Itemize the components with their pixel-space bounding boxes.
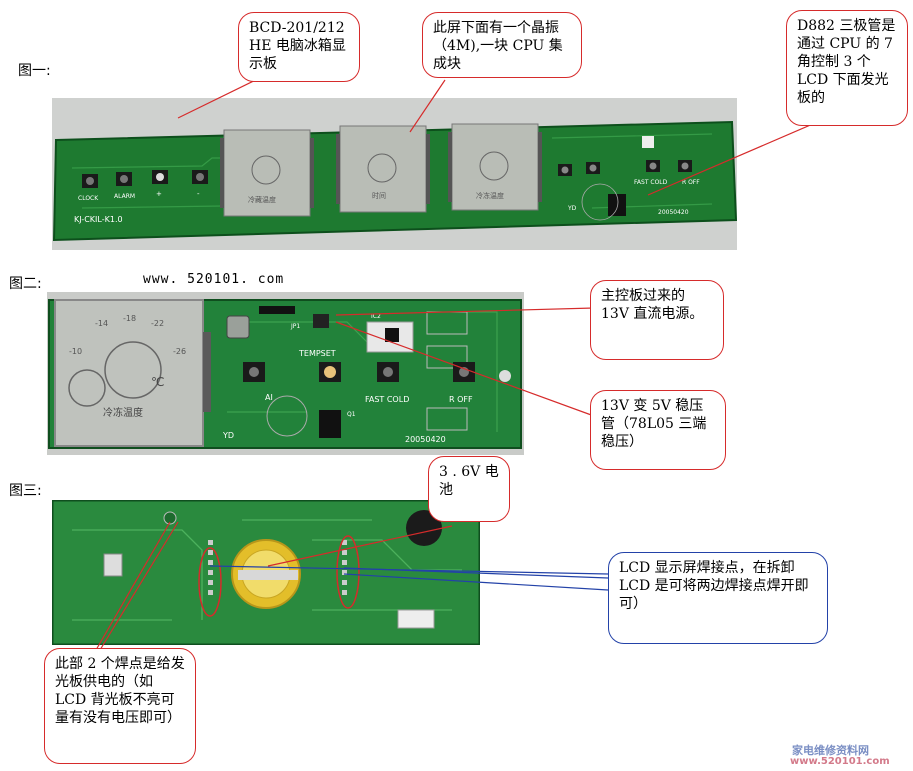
- callout-regulator: 13V 变 5V 稳压管（78L05 三端稳压）: [590, 390, 726, 470]
- callout-board-model: BCD-201/212 HE 电脑冰箱显示板: [238, 12, 360, 82]
- board2-tempset: TEMPSET: [298, 349, 336, 358]
- board1-btn-plus: +: [156, 190, 162, 198]
- figure-2-label: 图二:: [9, 276, 42, 292]
- board2-tick-18: -18: [123, 314, 136, 323]
- board2-yd: YD: [222, 431, 234, 440]
- figure-1-label: 图一:: [18, 63, 51, 79]
- board1-lcds: [220, 123, 542, 217]
- board1-r-off: R OFF: [682, 179, 700, 186]
- figure-3-label: 图三:: [9, 483, 42, 499]
- board2-tick-10: -10: [69, 347, 82, 356]
- watermark-url: www.520101.com: [790, 756, 890, 767]
- board2-lcd: [54, 299, 204, 447]
- board2-fast-cold: FAST COLD: [365, 395, 409, 404]
- callout-13v-power: 主控板过来的 13V 直流电源。: [590, 280, 724, 360]
- board2-tick-14: -14: [95, 319, 108, 328]
- callout-d882-transistor: D882 三极管是通过 CPU 的 7 角控制 3 个 LCD 下面发光板的: [786, 10, 908, 126]
- board1-btn-clock: CLOCK: [78, 195, 99, 202]
- board2-ic2: IC2: [371, 313, 381, 320]
- website-text: www. 520101. com: [143, 272, 285, 287]
- callout-crystal-cpu: 此屏下面有一个晶振（4M),一块 CPU 集成块: [422, 12, 582, 78]
- board1-date: 20050420: [658, 209, 689, 216]
- board1-lcd1-label: 冷藏温度: [248, 195, 276, 204]
- figure-2-photo: -14 -18 -22 -10 -26 ℃ 冷冻温度 TEMPSET FAST …: [47, 292, 524, 455]
- board2-jp1: JP1: [290, 323, 300, 330]
- board2-date: 20050420: [405, 435, 446, 444]
- callout-battery: 3 . 6V 电池: [428, 456, 510, 522]
- board1-lcd3-label: 冷冻温度: [476, 191, 504, 200]
- board1-buttons: [82, 170, 208, 188]
- figure-3-photo: [52, 500, 480, 645]
- board2-ai: AI: [265, 393, 273, 402]
- board2-lcd-label: 冷冻温度: [103, 406, 143, 419]
- board1-fast-cold: FAST COLD: [634, 179, 668, 186]
- board1-model: KJ-CKIL-K1.0: [74, 215, 123, 224]
- board2-q1: Q1: [347, 411, 356, 418]
- board2-tick-22: -22: [151, 319, 164, 328]
- board2-unit: ℃: [151, 375, 164, 389]
- callout-lcd-joints: LCD 显示屏焊接点，在拆卸 LCD 是可将两边焊接点焊开即可）: [608, 552, 828, 644]
- figure-1-photo: CLOCK ALARM + - KJ-CKIL-K1.0 冷藏温度 时间 冷冻温…: [52, 98, 737, 250]
- watermark-cn: 家电维修资料网: [792, 744, 869, 757]
- board1-btn-alarm: ALARM: [114, 193, 135, 200]
- callout-backlight-joints: 此部 2 个焊点是给发光板供电的（如 LCD 背光板不亮可量有没有电压即可）: [44, 648, 196, 764]
- board2-tick-26: -26: [173, 347, 186, 356]
- board1-yd: YD: [567, 205, 577, 212]
- board1-lcd2-label: 时间: [372, 191, 386, 200]
- board2-r-off: R OFF: [449, 395, 473, 404]
- board1-btn-minus: -: [197, 190, 200, 198]
